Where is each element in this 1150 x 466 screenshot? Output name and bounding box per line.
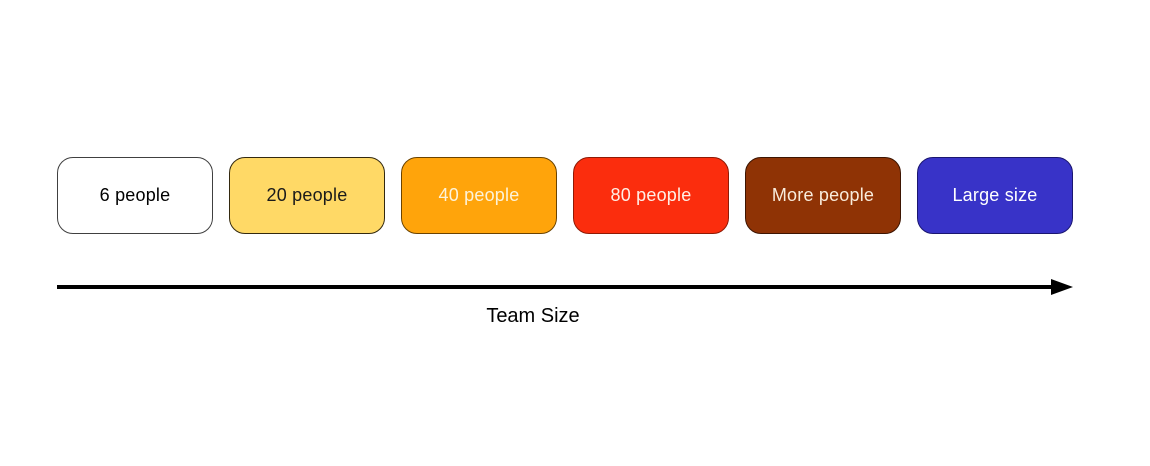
right-arrow-icon	[57, 279, 1073, 295]
box-label: 40 people	[438, 185, 520, 205]
box-label: More people	[771, 185, 875, 205]
box-large-size: Large size	[917, 157, 1073, 234]
axis-label-team-size: Team Size	[486, 305, 580, 327]
box-more-people: More people	[745, 157, 901, 234]
box-label: Large size	[952, 185, 1038, 205]
box-label: 6 people	[99, 185, 171, 205]
box-label: 20 people	[266, 185, 348, 205]
box-40-people: 40 people	[401, 157, 557, 234]
box-20-people: 20 people	[229, 157, 385, 234]
box-label: 80 people	[610, 185, 692, 205]
team-size-boxes-row: 6 people 20 people 40 people 80 people M…	[57, 157, 1073, 234]
box-6-people: 6 people	[57, 157, 213, 234]
box-80-people: 80 people	[573, 157, 729, 234]
